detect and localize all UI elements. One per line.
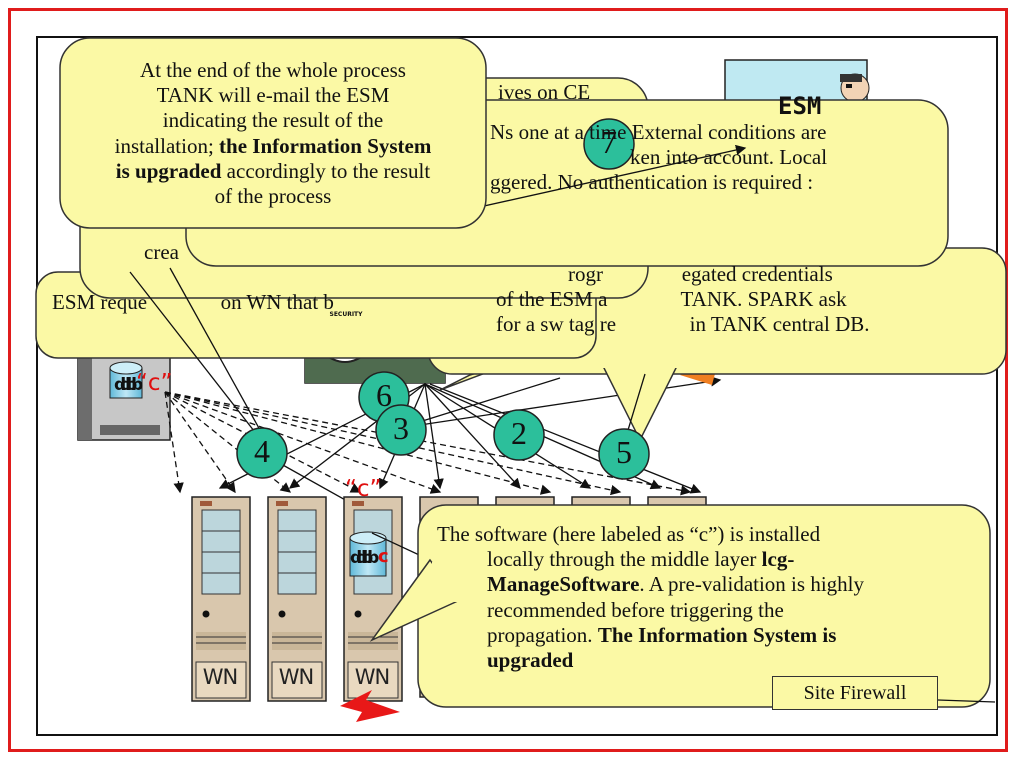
outer-red-frame — [8, 8, 1008, 752]
step-3-number: 3 — [393, 410, 409, 446]
sw-line-3-plain: . A pre-validation is highly — [639, 572, 864, 597]
end-process-text: At the end of the whole process TANK wil… — [64, 58, 482, 209]
end-line-3: indicating the result of the — [162, 108, 384, 133]
wn-tower-3 — [343, 496, 403, 702]
spark-line-3: for a sw tag re in TANK central DB. — [496, 312, 870, 337]
site-firewall-label: Site Firewall — [772, 676, 938, 710]
esm-request-text: ESM reque on WN that b — [52, 290, 334, 314]
step-circles — [236, 118, 650, 480]
sw-line-5-plain: propagation. — [487, 622, 598, 647]
end-line-5-bold: is upgraded — [115, 158, 222, 183]
sw-line-3: ManageSoftware. A pre-validation is high… — [487, 572, 1024, 597]
db-label-ce-2: db — [120, 375, 143, 395]
lives-on-ce-text: ives on CE — [498, 80, 591, 104]
sw-line-6: upgraded — [487, 647, 574, 672]
sw-line-5: propagation. The Information System is — [487, 623, 1024, 648]
step7-line-1: Ns one at a time External conditions are — [490, 120, 827, 144]
spark-line-1: rogr egated credentials — [568, 262, 833, 286]
db-label-wn: db — [350, 548, 373, 568]
wn-tower-1 — [191, 496, 251, 702]
security-badge-label: SECURITY — [329, 311, 363, 318]
tag-c-ce: “c” — [136, 370, 173, 396]
sw-line-2-plain: locally through the middle layer — [487, 547, 762, 572]
tag-c-wn: “c” — [345, 476, 382, 502]
db-label-ce: db — [114, 375, 137, 395]
lightning-icon — [340, 690, 400, 722]
step-6-number: 6 — [376, 377, 392, 413]
db-suffix-wn: c — [378, 546, 389, 567]
ce-server — [77, 344, 171, 441]
db-label-wn-2: db — [356, 548, 379, 568]
sw-line-5-bold: The Information System is — [597, 622, 837, 647]
spark-line-2: of the ESM a TANK. SPARK ask — [496, 287, 847, 312]
step7-line-3: ggered. No authentication is required : — [490, 170, 814, 195]
wn-label-1: WN — [202, 665, 238, 689]
step-7-number: 7 — [601, 124, 617, 160]
step7-line-2: ken into account. Local — [630, 145, 828, 170]
end-line-6: of the process — [214, 183, 332, 208]
sw-line-4: recommended before triggering the — [487, 597, 784, 622]
callout-end-process-shape — [59, 37, 487, 229]
end-line-4-bold: the Information System — [219, 133, 432, 158]
end-line-1: At the end of the whole process — [140, 58, 406, 82]
end-line-2: TANK will e-mail the ESM — [156, 83, 390, 108]
end-line-5-plain: accordingly to the result — [221, 158, 431, 183]
spark-text: rogr egated credentials of the ESM a TAN… — [496, 262, 996, 338]
esm-label: ESM — [778, 92, 822, 120]
wn-label-2: WN — [278, 665, 314, 689]
crea-text: crea — [144, 240, 179, 264]
step-4-number: 4 — [254, 433, 270, 469]
step-5-number: 5 — [616, 434, 632, 470]
end-line-4: installation; the Information System — [64, 134, 482, 159]
end-line-4-plain: installation; — [114, 133, 220, 158]
sw-line-2: locally through the middle layer lcg- — [487, 547, 1024, 572]
inner-diagram-frame — [36, 36, 998, 736]
sw-line-3-bold: ManageSoftware — [487, 572, 640, 597]
sw-line-2-bold: lcg- — [761, 547, 795, 572]
step-2-number: 2 — [511, 415, 527, 451]
wn-tower-2 — [267, 496, 327, 702]
software-install-text: The software (here labeled as “c”) is in… — [437, 522, 982, 673]
callout-software-shape — [369, 504, 991, 708]
step7-text: Ns one at a time External conditions are… — [490, 120, 940, 196]
wn-label-3: WN — [354, 665, 390, 689]
sw-line-1: The software (here labeled as “c”) is in… — [437, 522, 821, 546]
end-line-5: is upgraded accordingly to the result — [64, 159, 482, 184]
